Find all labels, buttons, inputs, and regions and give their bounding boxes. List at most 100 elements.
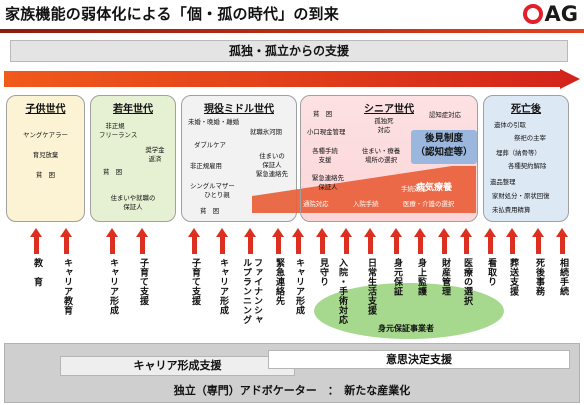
stage-item: 祭祀の主宰 (514, 134, 546, 142)
support-arrow-icon (484, 228, 497, 254)
support-label: ファイナンシャルプランニング (241, 258, 262, 325)
support-arrow-icon (316, 228, 329, 254)
stage-middle-title: 現役ミドル世代 (204, 104, 274, 115)
support-arrow-icon (272, 228, 285, 254)
guardianship-sublabel: （認知症等） (415, 147, 473, 158)
logo-ring-icon (522, 4, 543, 24)
stage-after-title: 死亡後 (511, 104, 541, 115)
support-label: 財産管理 (440, 258, 450, 296)
support-label: 身元保証 (392, 258, 402, 296)
support-arrow-icon (244, 228, 257, 254)
stage-item: 通院対応 (303, 200, 329, 208)
stage-after: 死亡後 遺体の引取 祭祀の主宰 埋葬（納骨等） 各種契約解除 遺品整理 家財処分… (483, 95, 569, 222)
support-arrow-icon (340, 228, 353, 254)
stage-item: 対応 (377, 126, 391, 134)
stage-item: 認知症対応 (429, 111, 461, 119)
stage-item: 貧 困 (313, 110, 333, 118)
stage-item: 住まい・療養 (361, 147, 401, 155)
stage-item: 場所の選択 (365, 156, 397, 164)
career-support-box: キャリア形成支援 (60, 356, 295, 376)
advocate-label: 独立（専門）アドボケーター ： 新たな産業化 (173, 384, 411, 397)
support-label: 教 育 (32, 258, 42, 287)
stage-child-title: 子供世代 (25, 104, 66, 115)
stage-item: 埋葬（納骨等） (496, 149, 541, 157)
support-label: 子育て支援 (138, 258, 148, 306)
support-label: キャリア教育 (62, 258, 72, 315)
stage-item: 未払費用精算 (492, 206, 531, 214)
support-arrow-icon (188, 228, 201, 254)
timeline-arrow (4, 69, 580, 89)
guarantor-ellipse (314, 283, 504, 339)
stage-item: 入院手続 (353, 200, 379, 208)
support-arrow-icon (364, 228, 377, 254)
stage-item: ひとり親 (204, 191, 230, 199)
support-label: 葬送支援 (508, 258, 518, 296)
support-label: キャリア形成 (218, 258, 228, 315)
stage-item: 貧 困 (200, 207, 220, 215)
stage-senior-title: シニア世代 (364, 104, 414, 115)
support-label: 相続手続 (558, 258, 568, 296)
support-arrow-icon (438, 228, 451, 254)
stage-item: ヤングケアラー (23, 131, 68, 139)
guardianship-box: 後見制度 （認知症等） (411, 130, 477, 164)
support-arrow-icon (60, 228, 73, 254)
support-arrow-icon (556, 228, 569, 254)
support-label: 見守り (318, 258, 328, 287)
support-arrow-icon (460, 228, 473, 254)
support-arrow-icon (292, 228, 305, 254)
stage-item: 返済 (148, 155, 162, 163)
stage-item: 緊急連絡先 (312, 174, 344, 182)
stage-item: 住まいや就職の (110, 194, 156, 202)
stage-young-title: 若年世代 (113, 104, 153, 115)
support-label: キャリア形成 (108, 258, 118, 315)
support-arrow-icon (532, 228, 545, 254)
stage-item: 医療・介護の選択 (403, 200, 455, 208)
stage-item: 貧 困 (103, 168, 123, 176)
support-arrow-icon (506, 228, 519, 254)
company-logo: AG (522, 2, 579, 26)
stage-item: フリーランス (99, 131, 138, 139)
illness-label: 病気療養 (416, 183, 453, 193)
guarantor-label: 身元保証事業者 (378, 324, 434, 333)
stage-item: 緊急連絡先 (256, 170, 288, 178)
stage-item: 支援 (318, 156, 332, 164)
support-arrow-icon (390, 228, 403, 254)
stage-item: 奨学金 (145, 146, 165, 154)
logo-text: AG (544, 2, 579, 26)
stage-item: 遺体の引取 (494, 121, 526, 129)
stage-child: 子供世代 ヤングケアラー 育児放棄 貧 困 (6, 95, 85, 222)
stage-item: 育児放棄 (32, 151, 59, 159)
support-label: 入院・手術対応 (337, 258, 347, 325)
stage-item: 遺品整理 (490, 178, 516, 186)
decision-support-box: 意思決定支援 (268, 350, 570, 369)
page-title: 家族機能の弱体化による「個・孤の時代」の到来 (5, 5, 339, 23)
guardianship-label: 後見制度 (424, 133, 463, 144)
stage-young: 若年世代 非正規 フリーランス 奨学金 返済 貧 困 住まいや就職の 保証人 (90, 95, 176, 222)
support-arrow-icon (414, 228, 427, 254)
stage-item: 非正規雇用 (190, 162, 222, 170)
stage-item: ダブルケア (194, 141, 226, 149)
illness-band (252, 166, 476, 213)
stage-item: 非正規 (105, 122, 125, 130)
stage-item: 保証人 (262, 161, 282, 169)
support-label: 緊急連絡先 (274, 258, 284, 306)
stage-item: 孤独死 (374, 117, 394, 125)
support-label: 死後事務 (534, 258, 544, 296)
stage-item: 貧 困 (35, 171, 56, 179)
stage-middle: 現役ミドル世代 未婚・晩婚・離婚 就職氷河期 ダブルケア 非正規雇用 住まいの … (181, 95, 297, 222)
stage-item: 各種手続 (312, 147, 338, 155)
stage-item: シングルマザー (190, 182, 235, 190)
support-banner: 孤独・孤立からの支援 (10, 40, 568, 62)
support-label: 身上監護 (416, 258, 426, 296)
stage-item: 各種契約解除 (508, 162, 547, 170)
support-label: 医療の選択 (462, 258, 472, 306)
support-label: 子育て支援 (190, 258, 200, 306)
stage-item: 手続対応 (401, 185, 427, 193)
support-label: キャリア形成 (294, 258, 304, 315)
support-arrow-icon (216, 228, 229, 254)
stage-item: 住まいの (259, 152, 285, 160)
stage-item: 保証人 (123, 203, 143, 211)
support-arrow-icon (106, 228, 119, 254)
header-divider (0, 29, 584, 33)
stage-item: 保証人 (318, 183, 338, 191)
